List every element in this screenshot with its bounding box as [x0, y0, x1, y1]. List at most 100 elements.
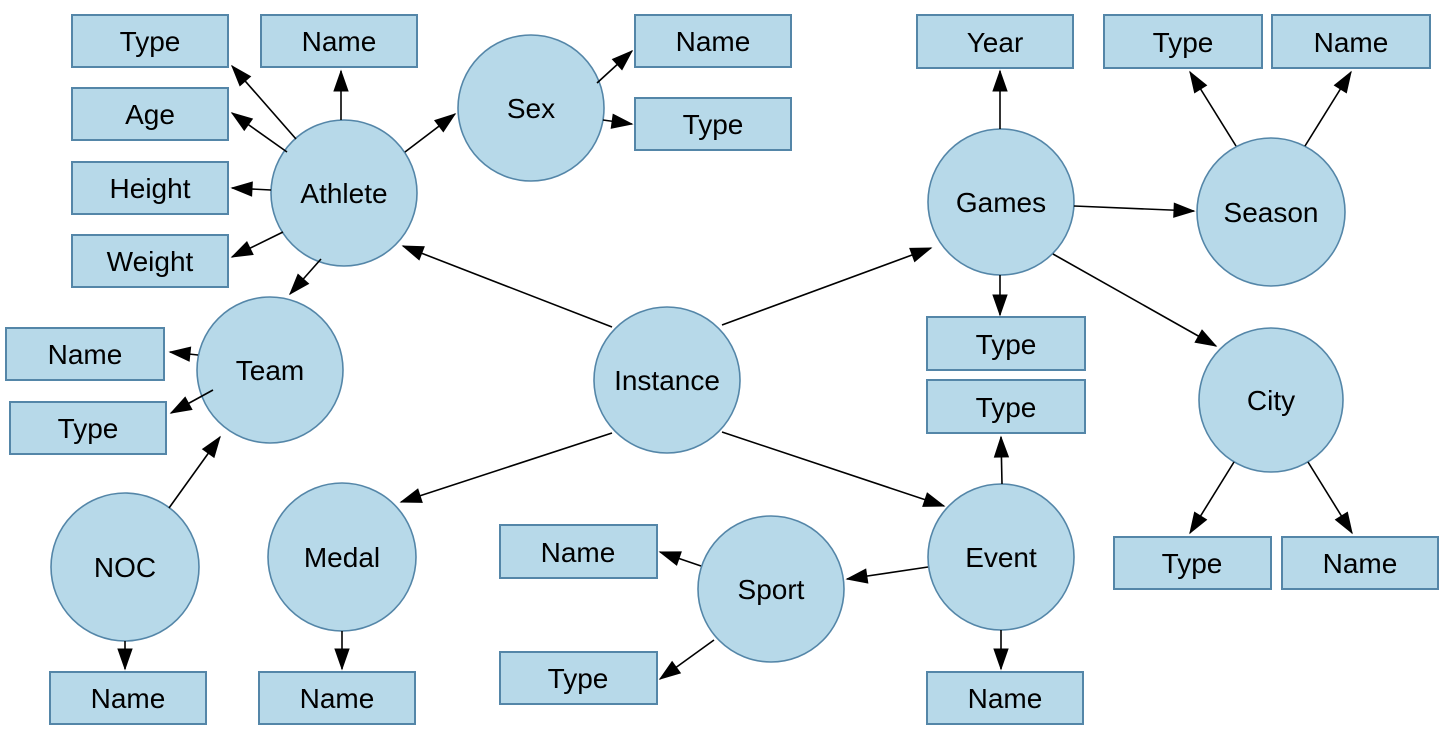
entity-label: Event [965, 542, 1037, 573]
edge-instance-to-athlete [401, 245, 613, 328]
entity-event: Event [927, 483, 1075, 631]
attribute-event-type: Type [926, 379, 1086, 434]
attribute-label: Weight [107, 246, 194, 277]
entity-shape [1198, 327, 1344, 473]
attribute-box [499, 524, 658, 579]
edge-athlete-to-height [230, 181, 272, 197]
attribute-sport-name: Name [499, 524, 658, 579]
entity-label: Medal [304, 542, 380, 573]
attribute-label: Name [1323, 548, 1398, 579]
attribute-city-type: Type [1113, 536, 1272, 590]
entity-label: Games [956, 187, 1046, 218]
entity-label: Athlete [300, 178, 387, 209]
attribute-box [634, 14, 792, 68]
attribute-box [1103, 14, 1263, 69]
attribute-box [71, 161, 229, 215]
edges [117, 49, 1353, 680]
attribute-label: Type [1153, 27, 1214, 58]
edge-instance-to-games [721, 247, 933, 326]
edge-athlete-to-age [230, 112, 288, 153]
entity-team: Team [196, 296, 344, 444]
attribute-box [916, 14, 1074, 69]
attribute-medal-name: Name [258, 671, 416, 725]
attribute-label: Name [302, 26, 377, 57]
entity-label: Sex [507, 93, 555, 124]
attribute-box [499, 651, 658, 705]
edge-noc-to-team [168, 435, 221, 509]
edge-city-to-type [1189, 461, 1235, 535]
attribute-athlete-age: Age [71, 87, 229, 141]
entity-shape [270, 119, 418, 267]
attribute-label: Name [48, 339, 123, 370]
entity-shape [457, 34, 605, 182]
attribute-team-name: Name [5, 327, 165, 381]
attribute-box [926, 671, 1084, 725]
attribute-label: Name [91, 683, 166, 714]
entity-medal: Medal [267, 482, 417, 632]
attribute-season-name: Name [1271, 14, 1431, 69]
edge-sex-to-type [602, 113, 634, 129]
attribute-box [1281, 536, 1439, 590]
attribute-athlete-type: Type [71, 14, 229, 68]
attribute-box [71, 234, 229, 288]
attribute-box [926, 316, 1086, 371]
attribute-box [634, 97, 792, 151]
attribute-label: Name [300, 683, 375, 714]
entity-label: City [1247, 385, 1295, 416]
attribute-athlete-name: Name [260, 14, 418, 68]
entity-label: Instance [614, 365, 720, 396]
edge-sport-to-name [658, 551, 702, 567]
entity-shape [593, 306, 741, 454]
attribute-sex-name: Name [634, 14, 792, 68]
edge-event-to-sport [845, 566, 929, 584]
edge-sex-to-name [596, 49, 634, 84]
attribute-label: Type [120, 26, 181, 57]
edge-athlete-to-sex [404, 113, 457, 153]
attribute-label: Age [125, 99, 175, 130]
edge-games-to-city [1052, 253, 1218, 347]
attribute-season-type: Type [1103, 14, 1263, 69]
edge-athlete-to-weight [230, 231, 284, 258]
attribute-label: Type [976, 392, 1037, 423]
entity-sport: Sport [697, 515, 845, 663]
attribute-sport-type: Type [499, 651, 658, 705]
attribute-games-type: Type [926, 316, 1086, 371]
attribute-label: Height [110, 173, 191, 204]
entity-label: Sport [738, 574, 805, 605]
attribute-box [49, 671, 207, 725]
attribute-nodes: Type Age Height Weight Name Name Type Y [5, 14, 1439, 725]
attribute-sex-type: Type [634, 97, 792, 151]
attribute-box [5, 327, 165, 381]
attribute-label: Name [1314, 27, 1389, 58]
attribute-label: Type [548, 663, 609, 694]
attribute-box [9, 401, 167, 455]
attribute-label: Year [967, 27, 1024, 58]
attribute-box [71, 87, 229, 141]
attribute-label: Type [58, 413, 119, 444]
entity-season: Season [1196, 137, 1346, 287]
attribute-label: Name [968, 683, 1043, 714]
attribute-box [1271, 14, 1431, 69]
edge-athlete-to-team [288, 258, 322, 296]
entity-shape [196, 296, 344, 444]
attribute-noc-name: Name [49, 671, 207, 725]
attribute-games-year: Year [916, 14, 1074, 69]
attribute-label: Type [683, 109, 744, 140]
edge-instance-to-medal [399, 432, 613, 503]
entity-games: Games [927, 128, 1075, 276]
entity-shape [697, 515, 845, 663]
edge-games-to-season [1073, 202, 1196, 218]
attribute-team-type: Type [9, 401, 167, 455]
entity-label: Season [1224, 197, 1319, 228]
attribute-box [1113, 536, 1272, 590]
attribute-label: Name [541, 537, 616, 568]
entity-label: Team [236, 355, 304, 386]
edge-sport-to-type [658, 639, 715, 680]
edge-team-to-name [168, 346, 199, 362]
attribute-box [926, 379, 1086, 434]
entity-shape [1196, 137, 1346, 287]
edge-event-to-type [993, 435, 1010, 485]
edge-season-to-type [1189, 70, 1237, 147]
attribute-label: Type [976, 329, 1037, 360]
